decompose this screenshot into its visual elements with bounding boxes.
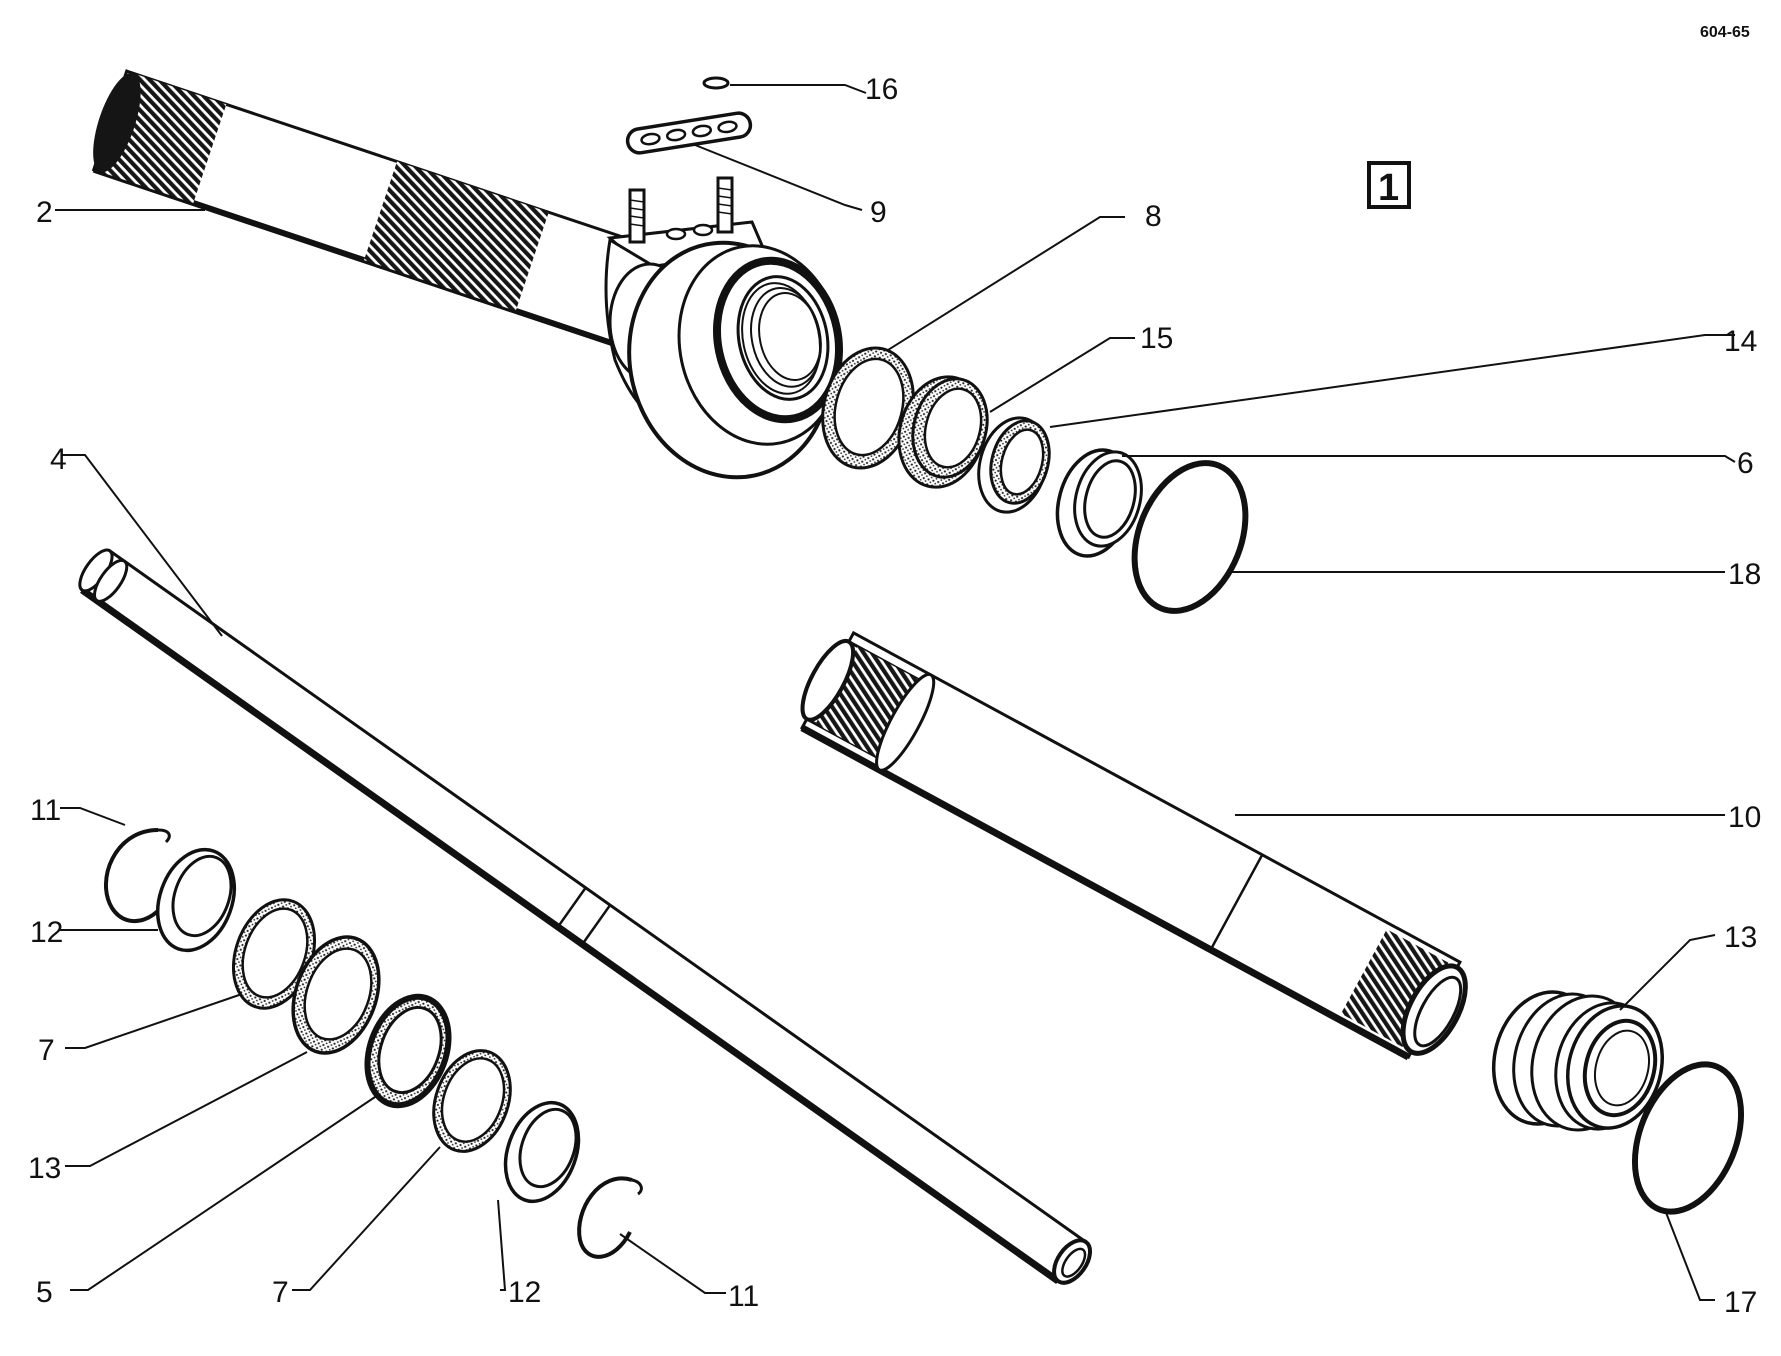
callout-7-right: 7 xyxy=(272,1276,289,1309)
callout-4: 4 xyxy=(50,443,67,476)
callout-13-right: 13 xyxy=(1724,921,1757,954)
snap-ring-11-right xyxy=(577,1176,643,1259)
callout-7-left: 7 xyxy=(38,1034,55,1067)
callout-18: 18 xyxy=(1728,558,1761,591)
seal-ring-13-left xyxy=(291,935,381,1055)
seal-ring-7-left xyxy=(231,898,317,1010)
callout-14: 14 xyxy=(1724,325,1757,358)
callout-numbers: 16 9 2 8 15 14 6 18 4 10 11 12 7 13 5 7 … xyxy=(28,73,1761,1319)
callout-11-left: 11 xyxy=(30,794,61,827)
drawing-id: 604-65 xyxy=(1700,24,1750,41)
seal-ring-7-right xyxy=(432,1049,512,1153)
o-ring-18 xyxy=(1131,460,1249,614)
snap-ring-11-left xyxy=(103,828,174,923)
callout-13-left: 13 xyxy=(28,1152,61,1185)
guide-bush-6 xyxy=(1055,448,1143,558)
leader-lines xyxy=(55,84,1736,1301)
figure-number: 1 xyxy=(1378,167,1399,209)
o-ring-17 xyxy=(1631,1061,1745,1215)
port-o-ring xyxy=(702,76,730,90)
callout-9: 9 xyxy=(870,196,887,229)
callout-17: 17 xyxy=(1724,1286,1757,1319)
callout-15: 15 xyxy=(1140,322,1173,355)
callout-6: 6 xyxy=(1737,447,1754,480)
callout-8: 8 xyxy=(1145,200,1162,233)
cylinder-barrel xyxy=(91,69,844,480)
piston-tube xyxy=(800,630,1468,1061)
piston-rod xyxy=(78,548,1093,1285)
callout-5: 5 xyxy=(36,1276,53,1309)
backup-ring-12-right xyxy=(503,1100,581,1204)
callout-10: 10 xyxy=(1728,801,1761,834)
callout-12-right: 12 xyxy=(508,1276,541,1309)
piston-13 xyxy=(1491,990,1664,1132)
port-gasket-plate xyxy=(625,111,753,155)
figure-number-box: 1 xyxy=(1367,161,1411,209)
backup-ring-12-left xyxy=(156,847,236,953)
seal-ring-5 xyxy=(364,993,452,1109)
wiper-ring-15 xyxy=(897,375,989,489)
callout-11-right: 11 xyxy=(728,1280,759,1313)
seal-ring-14 xyxy=(977,416,1051,514)
callout-12-left: 12 xyxy=(30,916,63,949)
callout-2: 2 xyxy=(36,196,53,229)
seal-ring-8 xyxy=(821,346,915,470)
callout-16: 16 xyxy=(865,73,898,106)
